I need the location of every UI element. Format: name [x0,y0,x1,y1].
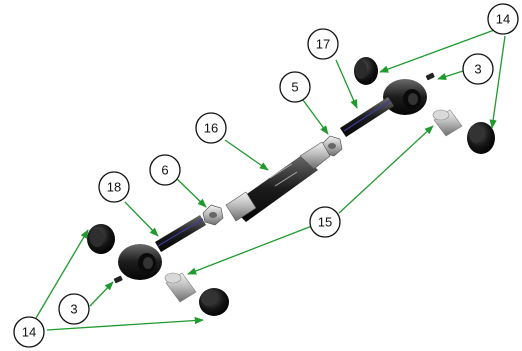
callout-14-bottom: 14 [13,316,45,348]
threaded-rod-upper [340,97,394,137]
callout-3-bottom: 3 [58,293,90,325]
callout-16: 16 [195,112,227,144]
callout-14-top-label: 14 [496,12,510,27]
bushing-lower-left [87,224,115,254]
callout-14-bottom-label: 14 [22,325,36,340]
leader-lines [35,28,506,331]
threaded-rod-lower [155,215,206,252]
callout-3-top: 3 [462,53,494,85]
callout-3-top-label: 3 [474,62,481,77]
callout-5: 5 [279,71,311,103]
callout-17: 17 [307,28,339,60]
grease-fitting-lower [113,275,123,284]
pin-upper [432,109,463,137]
callout-6-label: 6 [161,163,168,178]
bushing-top-left [354,57,378,85]
callout-18: 18 [98,171,130,203]
grease-fitting-upper [425,72,435,81]
bushing-lower-right [199,288,229,316]
callout-17-label: 17 [316,37,330,52]
bushing-top-right [467,122,495,154]
pin-lower [164,272,197,303]
jam-nut-lower [202,204,224,226]
rod-end-upper [383,79,427,115]
callout-16-label: 16 [204,121,218,136]
callout-15-label: 15 [318,215,332,230]
callout-18-label: 18 [107,180,121,195]
callout-15: 15 [309,206,341,238]
callout-3-bottom-label: 3 [70,302,77,317]
callout-5-label: 5 [291,80,298,95]
callout-14-top: 14 [487,3,519,35]
rod-end-lower [118,244,162,280]
callout-6: 6 [149,154,181,186]
adjuster-tube [225,141,331,222]
